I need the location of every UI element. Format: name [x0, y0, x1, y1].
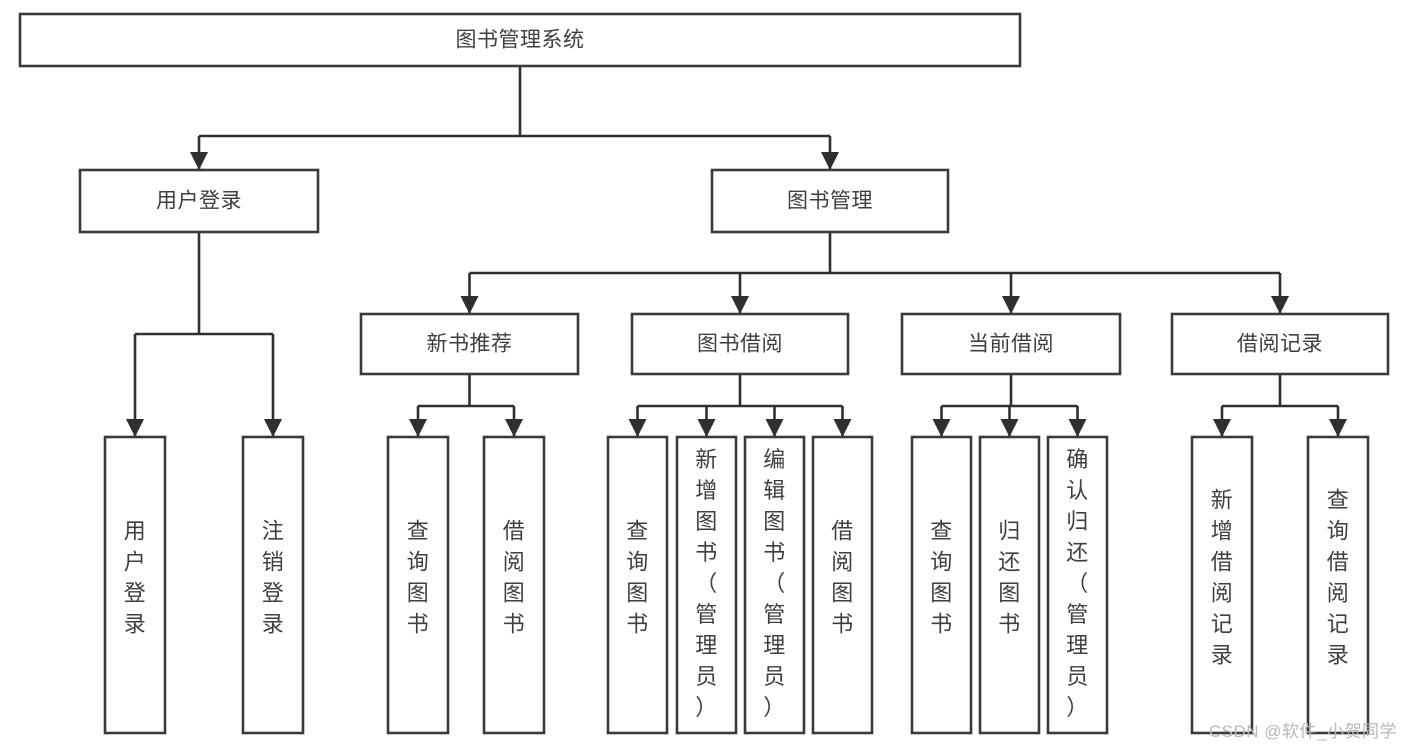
- node-leaf-query-book-3[interactable]: 查询图书: [910, 435, 973, 735]
- node-label-book-manage: 图书管理: [787, 190, 873, 213]
- node-label-leaf-add-book: 新增图书（管理员）: [695, 447, 718, 720]
- node-label-leaf-confirm-return: 确认归还（管理员）: [1066, 447, 1089, 720]
- node-new-book-recommend[interactable]: 新书推荐: [359, 312, 580, 376]
- node-leaf-return-book[interactable]: 归还图书: [978, 435, 1041, 735]
- node-root[interactable]: 图书管理系统: [18, 12, 1022, 68]
- edge-group-current-borrow: [932, 374, 1087, 437]
- node-book-manage[interactable]: 图书管理: [710, 168, 950, 234]
- edge-group-user-login: [126, 232, 282, 437]
- node-box-leaf-user-login: [103, 435, 167, 735]
- arrow-head-icon: [821, 152, 839, 170]
- edge-group-borrow-record: [1213, 374, 1347, 437]
- arrow-head-icon: [765, 419, 784, 437]
- node-box-book-manage: [710, 168, 950, 234]
- arrow-head-icon: [264, 419, 282, 437]
- node-label-new-book-recommend: 新书推荐: [427, 333, 513, 356]
- node-box-leaf-return-book: [978, 435, 1041, 735]
- arrow-head-icon: [1068, 419, 1087, 437]
- node-leaf-query-book-1[interactable]: 查询图书: [386, 435, 450, 735]
- node-box-leaf-edit-book: [743, 435, 806, 735]
- csdn-watermark: CSDN @软件_小贺同学: [1208, 722, 1397, 741]
- node-leaf-confirm-return[interactable]: 确认归还（管理员）: [1046, 435, 1109, 735]
- node-borrow-record[interactable]: 借阅记录: [1170, 312, 1390, 376]
- edge-group-book-manage: [460, 232, 1289, 314]
- connector-layer: [126, 66, 1347, 437]
- node-box-leaf-query-book-1: [386, 435, 450, 735]
- node-label-book-borrow: 图书借阅: [697, 333, 783, 356]
- node-label-borrow-record: 借阅记录: [1237, 333, 1323, 356]
- arrow-head-icon: [731, 296, 749, 314]
- node-book-borrow[interactable]: 图书借阅: [630, 312, 850, 376]
- edge-group-book-borrow: [628, 374, 852, 437]
- node-leaf-add-record[interactable]: 新增借阅记录: [1190, 435, 1254, 735]
- arrow-head-icon: [1271, 296, 1289, 314]
- node-label-leaf-add-record: 新增借阅记录: [1211, 488, 1234, 668]
- node-box-new-book-recommend: [359, 312, 580, 376]
- arrow-head-icon: [1000, 419, 1019, 437]
- arrow-head-icon: [697, 419, 716, 437]
- node-label-leaf-borrow-book-2: 借阅图书: [831, 519, 854, 637]
- node-label-user-login: 用户登录: [156, 190, 242, 213]
- node-label-leaf-borrow-book-1: 借阅图书: [503, 519, 526, 637]
- node-label-leaf-user-login: 用户登录: [124, 519, 147, 637]
- arrow-head-icon: [628, 419, 647, 437]
- node-box-root: [18, 12, 1022, 68]
- node-box-book-borrow: [630, 312, 850, 376]
- arrow-head-icon: [505, 419, 523, 437]
- node-box-user-login: [78, 168, 320, 234]
- node-leaf-user-logout[interactable]: 注销登录: [241, 435, 305, 735]
- node-box-leaf-borrow-book-1: [482, 435, 546, 735]
- edge-group-root: [190, 66, 839, 170]
- node-label-leaf-query-book-1: 查询图书: [407, 519, 430, 637]
- node-label-leaf-return-book: 归还图书: [998, 519, 1021, 637]
- node-label-current-borrow: 当前借阅: [968, 333, 1054, 356]
- node-leaf-user-login[interactable]: 用户登录: [103, 435, 167, 735]
- node-box-leaf-borrow-book-2: [811, 435, 874, 735]
- node-label-leaf-edit-book: 编辑图书（管理员）: [763, 447, 786, 720]
- node-leaf-borrow-book-2[interactable]: 借阅图书: [811, 435, 874, 735]
- node-label-leaf-query-book-3: 查询图书: [930, 519, 953, 637]
- node-box-leaf-add-record: [1190, 435, 1254, 735]
- arrow-head-icon: [126, 419, 144, 437]
- arrow-head-icon: [1329, 419, 1347, 437]
- node-box-leaf-query-record: [1306, 435, 1370, 735]
- node-leaf-query-book-2[interactable]: 查询图书: [606, 435, 669, 735]
- node-leaf-borrow-book-1[interactable]: 借阅图书: [482, 435, 546, 735]
- node-current-borrow[interactable]: 当前借阅: [900, 312, 1122, 376]
- node-box-leaf-user-logout: [241, 435, 305, 735]
- node-layer: 图书管理系统用户登录图书管理新书推荐图书借阅当前借阅借阅记录用户登录注销登录查询…: [18, 12, 1390, 735]
- node-leaf-add-book[interactable]: 新增图书（管理员）: [675, 435, 738, 735]
- arrow-head-icon: [833, 419, 852, 437]
- arrow-head-icon: [409, 419, 427, 437]
- node-box-leaf-query-book-2: [606, 435, 669, 735]
- node-box-current-borrow: [900, 312, 1122, 376]
- arrow-head-icon: [460, 296, 479, 314]
- node-label-leaf-query-book-2: 查询图书: [626, 519, 649, 637]
- node-leaf-query-record[interactable]: 查询借阅记录: [1306, 435, 1370, 735]
- arrow-head-icon: [932, 419, 951, 437]
- arrow-head-icon: [1213, 419, 1231, 437]
- node-box-leaf-confirm-return: [1046, 435, 1109, 735]
- node-box-borrow-record: [1170, 312, 1390, 376]
- node-box-leaf-add-book: [675, 435, 738, 735]
- edge-group-new-book-recommend: [409, 374, 523, 437]
- arrow-head-icon: [190, 152, 208, 170]
- node-leaf-edit-book[interactable]: 编辑图书（管理员）: [743, 435, 806, 735]
- node-label-leaf-user-logout: 注销登录: [262, 519, 285, 637]
- node-label-leaf-query-record: 查询借阅记录: [1327, 488, 1350, 668]
- arrow-head-icon: [1002, 296, 1020, 314]
- node-label-root: 图书管理系统: [456, 29, 585, 52]
- node-user-login[interactable]: 用户登录: [78, 168, 320, 234]
- node-box-leaf-query-book-3: [910, 435, 973, 735]
